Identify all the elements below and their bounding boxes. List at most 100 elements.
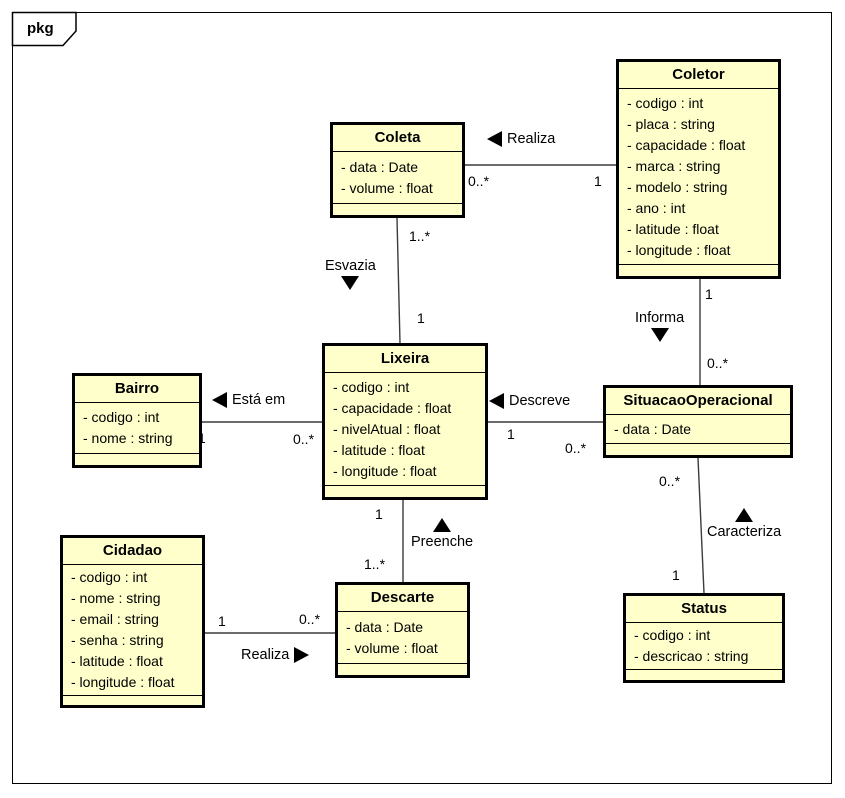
class-coleta-methods-empty <box>333 203 462 215</box>
attribute: - descricao : string <box>634 648 749 664</box>
mult-esta-em-bairro-side: 1 <box>198 430 206 446</box>
class-situacao-attributes: - data : Date <box>606 415 790 443</box>
attribute: - nome : string <box>83 430 173 446</box>
attribute: - senha : string <box>71 632 164 648</box>
mult-descreve-situacao-side: 0..* <box>565 440 587 456</box>
assoc-label-text: Preenche <box>411 534 474 550</box>
attribute: - email : string <box>71 611 159 627</box>
assoc-label-caracteriza: Caracteriza <box>707 508 781 540</box>
assoc-label-text: Informa <box>635 310 685 326</box>
class-situacao-methods-empty <box>606 443 790 455</box>
assoc-label-text: Realiza <box>241 647 290 663</box>
class-lixeira-attributes: - codigo : int - capacidade : float - ni… <box>325 373 485 485</box>
mult-caracteriza-situacao-side: 0..* <box>659 473 681 489</box>
class-descarte-methods-empty <box>338 663 467 675</box>
attribute: - latitude : float <box>627 220 719 237</box>
class-coletor[interactable]: Coletor - codigo : int - placa : string … <box>616 59 781 279</box>
arrow-right-icon <box>294 647 310 663</box>
arrow-up-icon <box>433 518 452 532</box>
attribute: - codigo : int <box>71 569 148 585</box>
class-coletor-title: Coletor <box>619 62 778 89</box>
assoc-label-text: Caracteriza <box>707 524 782 540</box>
mult-realiza-coleta-side: 0..* <box>468 173 490 189</box>
assoc-label-preenche: Preenche <box>411 518 473 550</box>
mult-preenche-descarte-side: 1..* <box>364 556 386 572</box>
attribute: - latitude : float <box>333 441 425 458</box>
class-coletor-attributes: - codigo : int - placa : string - capaci… <box>619 89 778 264</box>
arrow-down-icon <box>650 328 669 342</box>
class-coleta-title: Coleta <box>333 125 462 152</box>
attribute: - codigo : int <box>634 627 711 643</box>
assoc-label-text: Realiza <box>507 131 556 147</box>
association-line-esvazia <box>396 217 401 344</box>
class-cidadao[interactable]: Cidadao - codigo : int - nome : string -… <box>60 535 205 708</box>
assoc-label-realiza-descarte: Realiza <box>241 647 310 663</box>
attribute: - nivelAtual : float <box>333 420 441 437</box>
attribute: - ano : int <box>627 199 686 216</box>
attribute: - longitude : float <box>71 674 175 690</box>
attribute: - nome : string <box>71 590 161 606</box>
mult-preenche-lixeira-side: 1 <box>375 506 383 522</box>
class-status-attributes: - codigo : int - descricao : string <box>626 623 782 669</box>
assoc-label-text: Descreve <box>509 393 571 409</box>
arrow-left-icon <box>489 393 504 409</box>
attribute: - data : Date <box>346 618 424 635</box>
attribute: - codigo : int <box>83 409 160 425</box>
arrow-left-icon <box>212 392 227 408</box>
attribute: - latitude : float <box>71 653 163 669</box>
association-line-caracteriza <box>697 457 705 594</box>
attribute: - longitude : float <box>333 462 437 479</box>
arrow-up-icon <box>735 508 754 522</box>
class-status-title: Status <box>626 596 782 623</box>
class-lixeira-title: Lixeira <box>325 346 485 373</box>
package-tab-label: pkg <box>27 20 54 37</box>
class-coleta[interactable]: Coleta - data : Date - volume : float <box>330 122 465 218</box>
mult-caracteriza-status-side: 1 <box>672 567 680 583</box>
class-descarte-title: Descarte <box>338 585 467 612</box>
class-cidadao-title: Cidadao <box>63 538 202 565</box>
class-descarte[interactable]: Descarte - data : Date - volume : float <box>335 582 470 678</box>
attribute: - data : Date <box>341 158 419 175</box>
class-status[interactable]: Status - codigo : int - descricao : stri… <box>623 593 785 683</box>
class-situacao-title: SituacaoOperacional <box>606 388 790 415</box>
class-status-methods-empty <box>626 669 782 681</box>
mult-esvazia-lixeira-side: 1 <box>417 310 425 326</box>
class-bairro[interactable]: Bairro - codigo : int - nome : string <box>72 373 202 468</box>
class-coletor-methods-empty <box>619 264 778 276</box>
mult-realiza-descarte-side: 0..* <box>299 611 321 627</box>
assoc-label-esvazia: Esvazia <box>325 258 376 290</box>
assoc-label-text: Esvazia <box>325 258 376 274</box>
class-cidadao-methods-empty <box>63 695 202 707</box>
arrow-down-icon <box>341 276 360 290</box>
assoc-label-text: Está em <box>232 392 286 408</box>
attribute: - data : Date <box>614 420 692 437</box>
mult-realiza-coletor-side: 1 <box>594 173 602 189</box>
mult-informa-coletor-side: 1 <box>705 286 713 302</box>
package-frame <box>12 12 832 784</box>
class-lixeira-methods-empty <box>325 485 485 497</box>
attribute: - marca : string <box>627 157 721 174</box>
mult-informa-situacao-side: 0..* <box>707 355 729 371</box>
assoc-label-realiza-coleta: Realiza <box>487 131 555 147</box>
attribute: - codigo : int <box>627 94 704 111</box>
attribute: - placa : string <box>627 115 715 132</box>
assoc-label-informa: Informa <box>635 310 684 342</box>
attribute: - volume : float <box>346 639 438 656</box>
class-coleta-attributes: - data : Date - volume : float <box>333 152 462 203</box>
attribute: - codigo : int <box>333 378 410 395</box>
attribute: - longitude : float <box>627 241 731 258</box>
mult-realiza-cidadao-side: 1 <box>218 613 226 629</box>
assoc-label-esta-em: Está em <box>212 392 285 408</box>
assoc-label-descreve: Descreve <box>489 393 570 409</box>
attribute: - modelo : string <box>627 178 728 195</box>
class-lixeira[interactable]: Lixeira - codigo : int - capacidade : fl… <box>322 343 488 500</box>
class-bairro-title: Bairro <box>75 376 199 403</box>
package-tab-shape <box>11 11 77 47</box>
mult-descreve-lixeira-side: 1 <box>507 426 515 442</box>
mult-esvazia-coleta-side: 1..* <box>409 228 431 244</box>
mult-esta-em-lixeira-side: 0..* <box>293 431 315 447</box>
class-situacao-operacional[interactable]: SituacaoOperacional - data : Date <box>603 385 793 458</box>
attribute: - capacidade : float <box>333 399 452 416</box>
